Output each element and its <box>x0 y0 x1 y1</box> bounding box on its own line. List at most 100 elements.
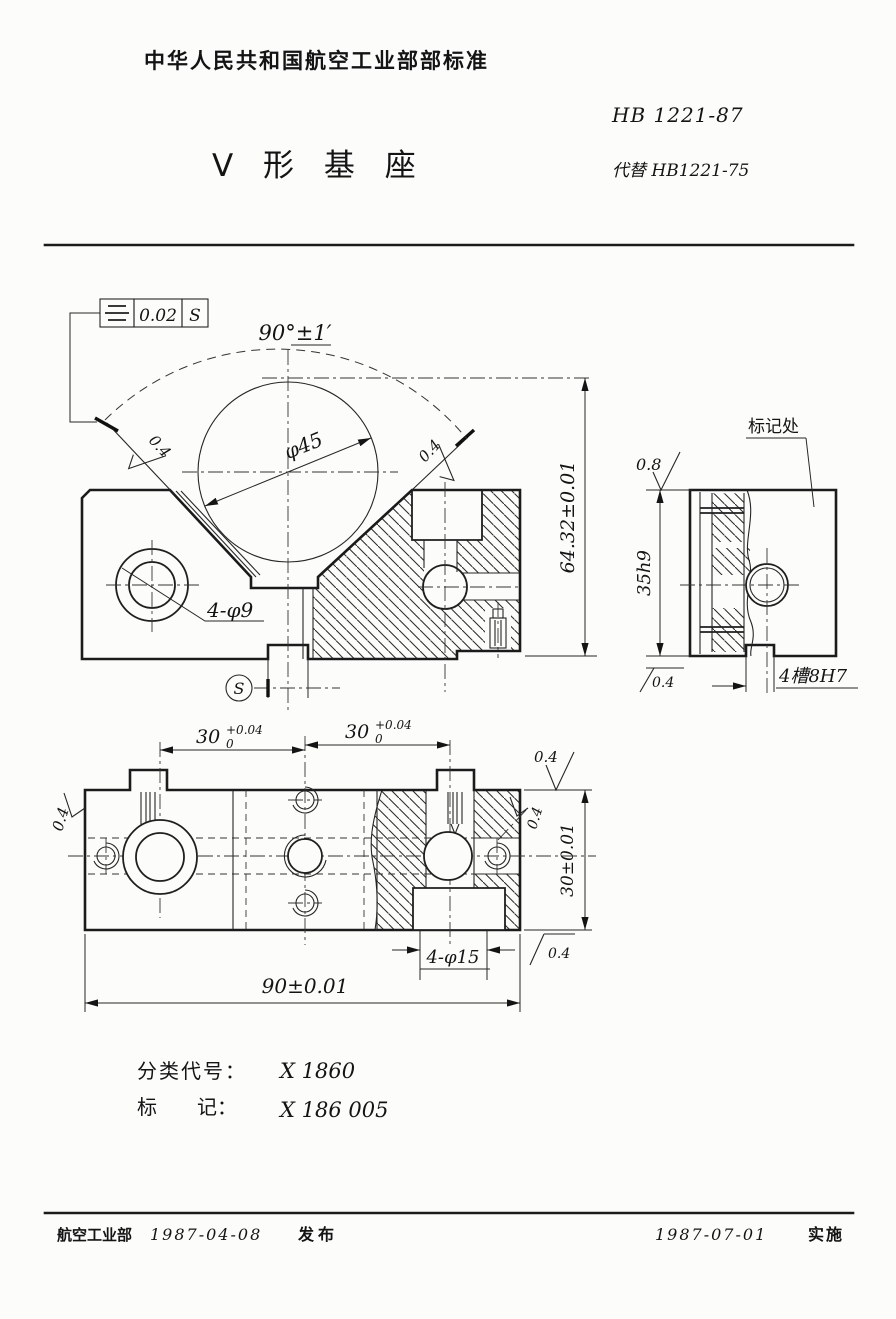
bottom-pocket <box>412 887 506 931</box>
hatch-block <box>712 493 744 542</box>
thread-hole <box>295 790 315 810</box>
side-view: 标记处 0.8 35h9 0.4 4槽8H7 <box>634 417 858 694</box>
pitch-value: 30 <box>196 726 220 748</box>
header: 中华人民共和国航空工业部部标准 HB 1221-87 V 形 基 座 代替 HB… <box>43 49 855 247</box>
hatch-upper-right <box>457 490 520 573</box>
slot-dim: 4槽8H7 <box>712 656 858 692</box>
finish-check-icon <box>639 667 655 693</box>
v-face-relief-line <box>175 490 257 578</box>
pitch-lower-tol: 0 <box>375 732 383 746</box>
datum-s: S <box>225 659 340 702</box>
counterbore-inner <box>135 832 185 882</box>
pitch-value: 30 <box>345 721 369 743</box>
height-dim: 64.32±0.01 <box>525 378 597 657</box>
center-hole-arc <box>283 834 327 878</box>
mark-note-text: 标记处 <box>748 417 799 437</box>
holes-text: 4-φ15 <box>425 947 479 968</box>
mark-label: 标 记： <box>137 1095 237 1119</box>
left-face-mark <box>94 416 119 433</box>
class-label: 分类代号： <box>137 1059 247 1083</box>
angle-arc <box>104 348 468 440</box>
thread-hole <box>487 846 507 866</box>
height-text: 64.32±0.01 <box>557 461 579 574</box>
datum-letter: S <box>234 679 245 698</box>
pitch-upper-tol: +0.04 <box>375 718 412 732</box>
finish-value: 0.4 <box>525 805 547 831</box>
counterbore-outer <box>122 819 198 895</box>
footer-issue-date: 1987-04-08 <box>150 1225 262 1244</box>
mark-note: 标记处 <box>746 417 815 508</box>
right-face-mark <box>454 428 476 448</box>
finish-leader <box>497 808 528 841</box>
front-outline <box>80 488 522 661</box>
width-text: 30±0.01 <box>558 823 578 897</box>
left-face-extension <box>106 422 176 496</box>
datum-circle <box>225 674 253 702</box>
set-screw <box>485 602 511 658</box>
width-dim: 30±0.01 <box>524 790 592 931</box>
finish-check-icon <box>545 751 575 792</box>
side-hatching <box>712 493 750 652</box>
plan-view: 30 +0.04 0 30 +0.04 0 0.4 0.4 0.4 <box>49 718 596 1012</box>
tolerance-leader <box>69 312 100 423</box>
side-height-dim: 35h9 <box>634 490 692 657</box>
finish-value: 0.8 <box>636 455 661 474</box>
hatch-wedge <box>313 490 424 659</box>
hatch-block <box>712 608 744 652</box>
symmetry-icon <box>105 305 129 321</box>
thread-arc <box>93 842 120 870</box>
class-value: X 1860 <box>278 1059 355 1083</box>
side-height-text: 35h9 <box>634 550 655 596</box>
page-title: V 形 基 座 <box>212 148 426 184</box>
hatch-block <box>712 548 750 575</box>
thread-hole <box>96 846 116 866</box>
slot-text: 4槽8H7 <box>778 666 848 687</box>
thread-arc <box>292 889 319 917</box>
tolerance-datum-cell <box>181 298 209 328</box>
angle-construction: 90°±1′ <box>94 321 476 496</box>
hatch-band <box>474 790 520 838</box>
pitch-dim-1: 30 +0.04 0 <box>160 723 305 754</box>
footer-issue-word: 发布 <box>297 1225 338 1244</box>
finish-top-right: 0.4 <box>524 748 592 792</box>
finish-check-icon <box>127 454 167 470</box>
top-pocket <box>411 490 483 541</box>
length-text: 90±0.01 <box>262 974 349 998</box>
angle-dim: 90°±1′ <box>259 321 332 345</box>
finish-slot: 0.4 <box>497 796 547 841</box>
holes-callout: 4-φ9 <box>121 567 264 622</box>
length-dim: 90±0.01 <box>84 934 521 1012</box>
footer-impl-date: 1987-07-01 <box>655 1225 767 1244</box>
footer-impl-word: 实施 <box>808 1225 844 1244</box>
finish-check-icon <box>509 796 529 817</box>
plan-outline <box>83 768 522 932</box>
holes-leader <box>121 567 264 622</box>
standard-org-line: 中华人民共和国航空工业部部标准 <box>144 49 489 73</box>
finish-check-icon <box>63 792 86 818</box>
mark-value: X 186 005 <box>278 1098 388 1122</box>
finish-value: 0.4 <box>534 748 558 766</box>
standard-number: HB 1221-87 <box>611 103 744 127</box>
front-view: 90°±1′ 0.02 S 0.4 0.4 <box>69 298 597 710</box>
holes-text: 4-φ9 <box>206 598 253 622</box>
side-outline <box>688 488 838 658</box>
tolerance-datum: S <box>189 306 201 326</box>
footer-issuer: 航空工业部 <box>57 1226 132 1244</box>
finish-value: 0.4 <box>652 675 674 691</box>
tolerance-frame: 0.02 S <box>69 298 209 423</box>
replaces-note: 代替 HB1221-75 <box>612 161 749 181</box>
finish-check-icon <box>529 933 545 966</box>
v-face-relief-line <box>180 490 261 576</box>
pitch-dim-2: 30 +0.04 0 <box>305 718 450 749</box>
finish-check-icon <box>437 443 455 482</box>
pitch-lower-tol: 0 <box>226 737 234 751</box>
mark-note-leader <box>805 437 815 508</box>
tolerance-value: 0.02 <box>139 306 177 326</box>
finish-bottom: 0.4 <box>529 933 575 966</box>
thread-hole <box>295 893 315 913</box>
large-hole <box>423 831 473 881</box>
gauge-dim-line <box>204 437 372 507</box>
finish-bottom: 0.4 <box>639 667 684 693</box>
thread-arc <box>484 842 511 870</box>
